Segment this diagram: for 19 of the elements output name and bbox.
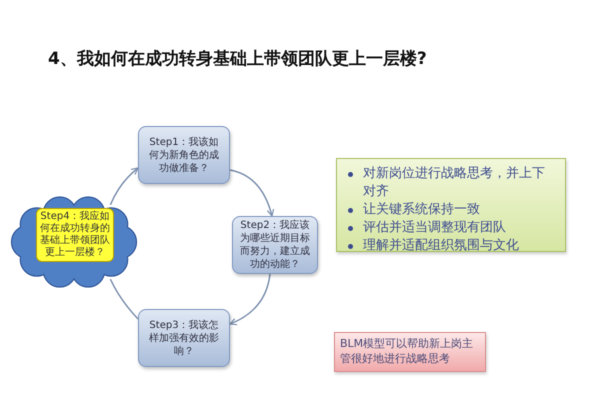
bullet-item: 让关键系统保持一致 [363, 201, 480, 219]
bullet-item: 评估并适当调整现有团队 [363, 219, 506, 237]
note-text: BLM模型可以帮助新上岗主管很好地进行战略思考 [340, 336, 474, 366]
step-box [232, 216, 318, 274]
step-box [138, 309, 230, 367]
step-question: Step1：我该如何为新角色的成功做准备？ [148, 136, 220, 174]
bullet-item: 理解并适配组织氛围与文化 [363, 237, 519, 255]
note-box [334, 332, 486, 372]
curved-line [110, 278, 139, 320]
step-box [138, 126, 230, 184]
curved-arrow [230, 169, 274, 217]
curved-arrow [110, 167, 139, 206]
question-text: Step4：我应如何在成功转身的基础上带领团队更上一层楼？ [36, 208, 114, 262]
bullet-item: 对新岗位进行战略思考，并上下对齐 [363, 165, 546, 201]
title: 4、我如何在成功转身基础上带领团队更上一层楼? [48, 48, 427, 70]
step-question: Step3：我该怎样加强有效的影响？ [148, 318, 220, 358]
bullet-panel [336, 158, 566, 252]
step-question: Step2：我应该为哪些近期目标而努力，建立成功的动能？ [239, 219, 311, 271]
curved-arrow [229, 274, 271, 325]
